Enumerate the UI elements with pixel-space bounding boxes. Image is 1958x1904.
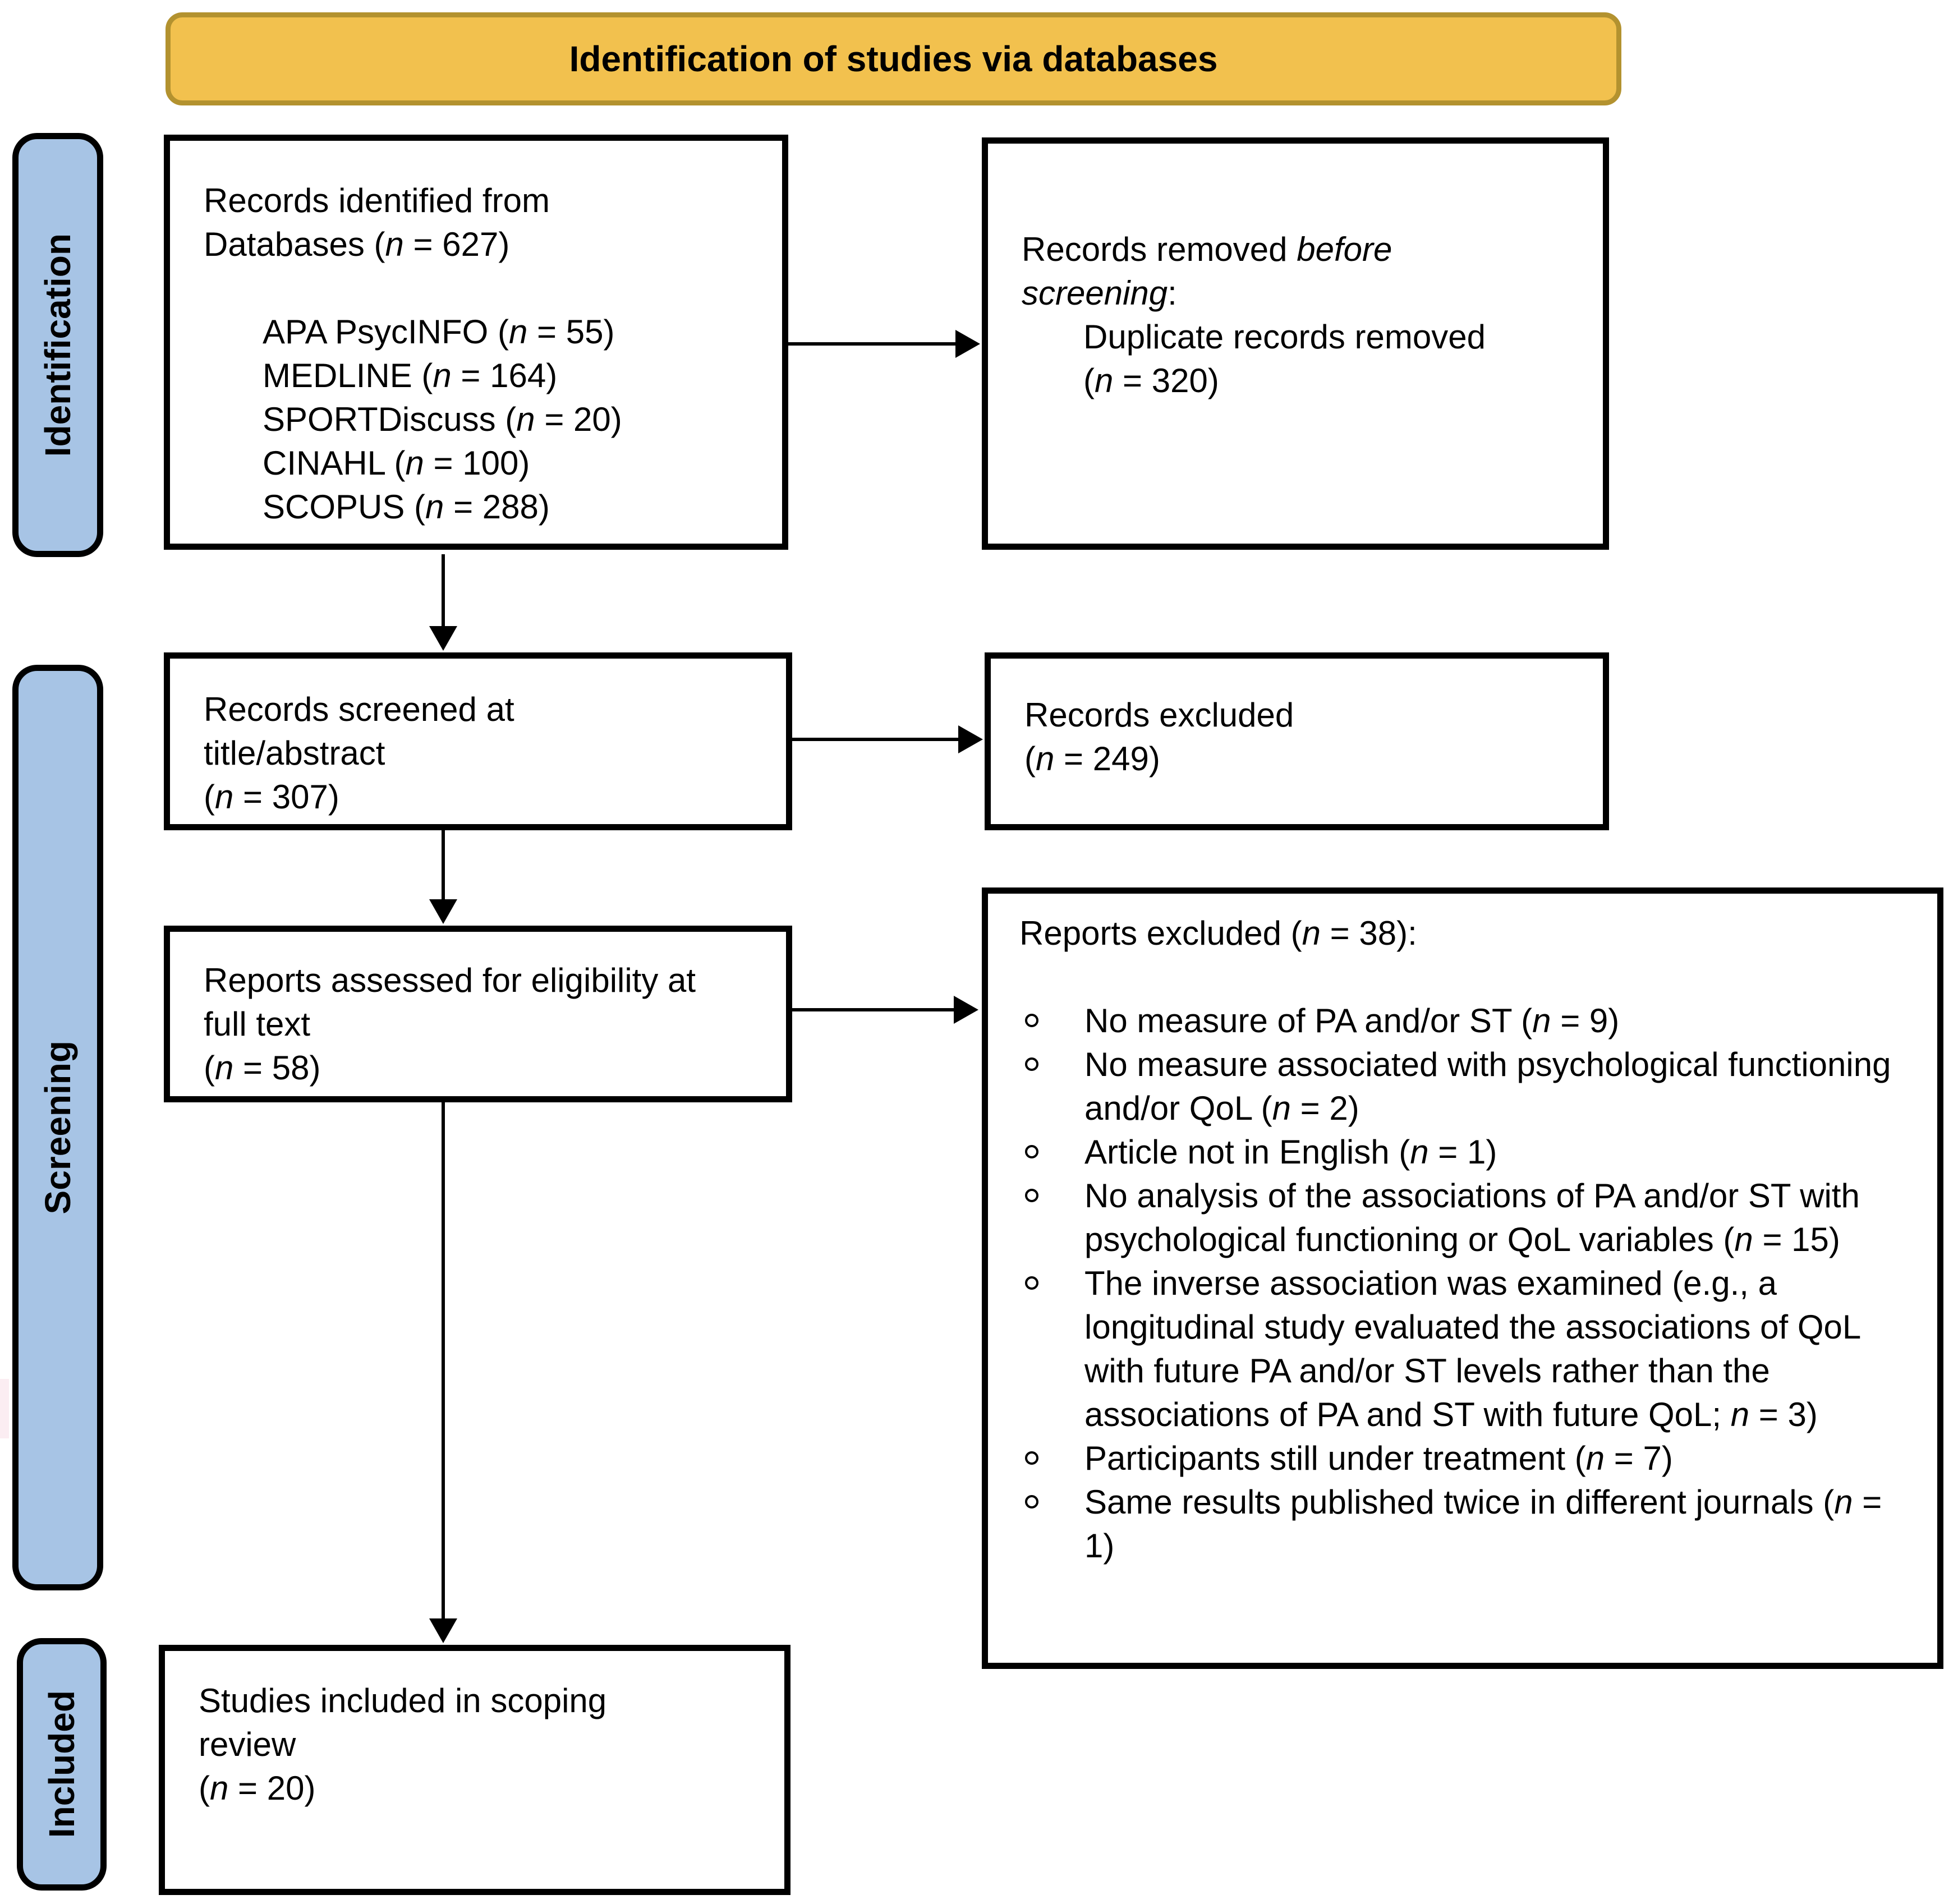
box-records-excluded: Records excluded (n = 249): [985, 652, 1609, 830]
box-studies-included: Studies included in scoping review (n = 20…: [159, 1645, 790, 1895]
reports-excluded-reason-list: No measure of PA and/or ST (n = 9) No me…: [1019, 999, 1917, 1568]
excluded-reason-item: No measure associated with psychological…: [1019, 1043, 1917, 1130]
bullet-circle-icon: [1025, 1451, 1038, 1465]
text-line: (n = 20): [199, 1769, 316, 1807]
arrow-assessed-to-included-line: [442, 1102, 445, 1620]
arrow-screened-to-assessed-head-icon: [429, 899, 457, 924]
excluded-reason-text: Participants still under treatment (n = …: [1084, 1440, 1673, 1477]
arrow-assessed-to-included-head-icon: [429, 1618, 457, 1643]
excluded-reason-text: Same results published twice in differen…: [1084, 1483, 1882, 1565]
stage-identification-text: Identification: [38, 233, 78, 457]
excluded-reason-text: No measure associated with psychological…: [1084, 1046, 1891, 1127]
text-line: Records removed before: [1022, 231, 1392, 268]
excluded-reason-item: Same results published twice in differen…: [1019, 1480, 1917, 1568]
text-line: Reports assessed for eligibility at: [204, 962, 696, 999]
box-records-screened: Records screened at title/abstract (n = 30…: [164, 652, 792, 830]
scan-artifact: [0, 1379, 9, 1438]
bullet-circle-icon: [1025, 1189, 1038, 1202]
text-line: (n = 307): [204, 778, 339, 816]
excluded-reason-text: Article not in English (n = 1): [1084, 1133, 1497, 1171]
database-line: CINAHL (n = 100): [263, 444, 530, 482]
bullet-circle-icon: [1025, 1014, 1038, 1027]
database-line: MEDLINE (n = 164): [263, 357, 558, 394]
excluded-reason-item: No measure of PA and/or ST (n = 9): [1019, 999, 1917, 1043]
text-line: screening:: [1022, 274, 1177, 312]
box-reports-assessed: Reports assessed for eligibility at full …: [164, 926, 792, 1102]
bullet-circle-icon: [1025, 1145, 1038, 1158]
excluded-reason-item: The inverse association was examined (e.…: [1019, 1262, 1917, 1437]
bullet-circle-icon: [1025, 1495, 1038, 1509]
arrow-identified-to-screened-line: [442, 554, 445, 627]
text-line: Records identified from: [204, 182, 550, 219]
records-removed-details: Duplicate records removed (n = 320): [1083, 315, 1580, 403]
arrow-assessed-to-reports-excluded-head-icon: [954, 996, 978, 1024]
text-line: Records screened at: [204, 691, 514, 728]
text-line: (n = 58): [204, 1049, 321, 1087]
stage-label-included: Included: [17, 1638, 107, 1891]
text-line: title/abstract: [204, 734, 385, 772]
text-line: review: [199, 1726, 296, 1763]
excluded-reason-item: No analysis of the associations of PA an…: [1019, 1174, 1917, 1262]
arrow-screened-to-assessed-line: [442, 830, 445, 900]
arrow-screened-to-excluded-line: [788, 738, 959, 741]
database-line: APA PsycINFO (n = 55): [263, 313, 615, 351]
text-line: Studies included in scoping: [199, 1682, 607, 1719]
reports-assessed-text: Reports assessed for eligibility at full …: [204, 959, 764, 1090]
arrow-identified-to-screened-head-icon: [429, 626, 457, 651]
studies-included-text: Studies included in scoping review (n = 20…: [199, 1679, 762, 1810]
stage-screening-text: Screening: [38, 1041, 78, 1215]
arrow-assessed-to-reports-excluded-line: [792, 1008, 956, 1011]
bullet-circle-icon: [1025, 1057, 1038, 1071]
database-line: SPORTDiscuss (n = 20): [263, 401, 622, 438]
excluded-reason-text: No measure of PA and/or ST (n = 9): [1084, 1002, 1620, 1040]
text-line: Records excluded: [1024, 696, 1294, 734]
excluded-reason-item: Participants still under treatment (n = …: [1019, 1437, 1917, 1480]
excluded-reason-text: No analysis of the associations of PA an…: [1084, 1177, 1860, 1258]
excluded-reason-item: Article not in English (n = 1): [1019, 1130, 1917, 1174]
database-line: SCOPUS (n = 288): [263, 488, 550, 526]
banner-title: Identification of studies via databases: [569, 39, 1218, 79]
reports-excluded-heading: Reports excluded (n = 38):: [1019, 914, 1417, 952]
records-screened-text: Records screened at title/abstract (n = 30…: [204, 688, 764, 819]
bullet-circle-icon: [1025, 1276, 1038, 1290]
stage-included-text: Included: [42, 1690, 82, 1838]
stage-label-screening: Screening: [12, 665, 103, 1590]
text-line: full text: [204, 1005, 311, 1043]
detail-line: (n = 320): [1083, 362, 1219, 399]
text-line: (n = 249): [1024, 740, 1160, 778]
arrow-screened-to-excluded-head-icon: [958, 725, 983, 753]
records-identified-database-list: APA PsycINFO (n = 55) MEDLINE (n = 164) SP…: [263, 310, 760, 529]
records-excluded-text: Records excluded (n = 249): [1024, 693, 1580, 781]
arrow-identified-to-removed-line: [788, 342, 957, 346]
stage-label-identification: Identification: [12, 133, 103, 557]
arrow-identified-to-removed-head-icon: [955, 330, 980, 358]
detail-line: Duplicate records removed: [1083, 318, 1486, 356]
records-removed-text: Records removed before screening:: [1022, 228, 1580, 315]
box-reports-excluded: Reports excluded (n = 38): No measure of…: [982, 887, 1943, 1669]
excluded-reason-text: The inverse association was examined (e.…: [1084, 1264, 1860, 1433]
box-records-removed: Records removed before screening: Duplica…: [982, 137, 1609, 550]
text-line: Databases (n = 627): [204, 226, 510, 263]
banner: Identification of studies via databases: [166, 12, 1621, 105]
